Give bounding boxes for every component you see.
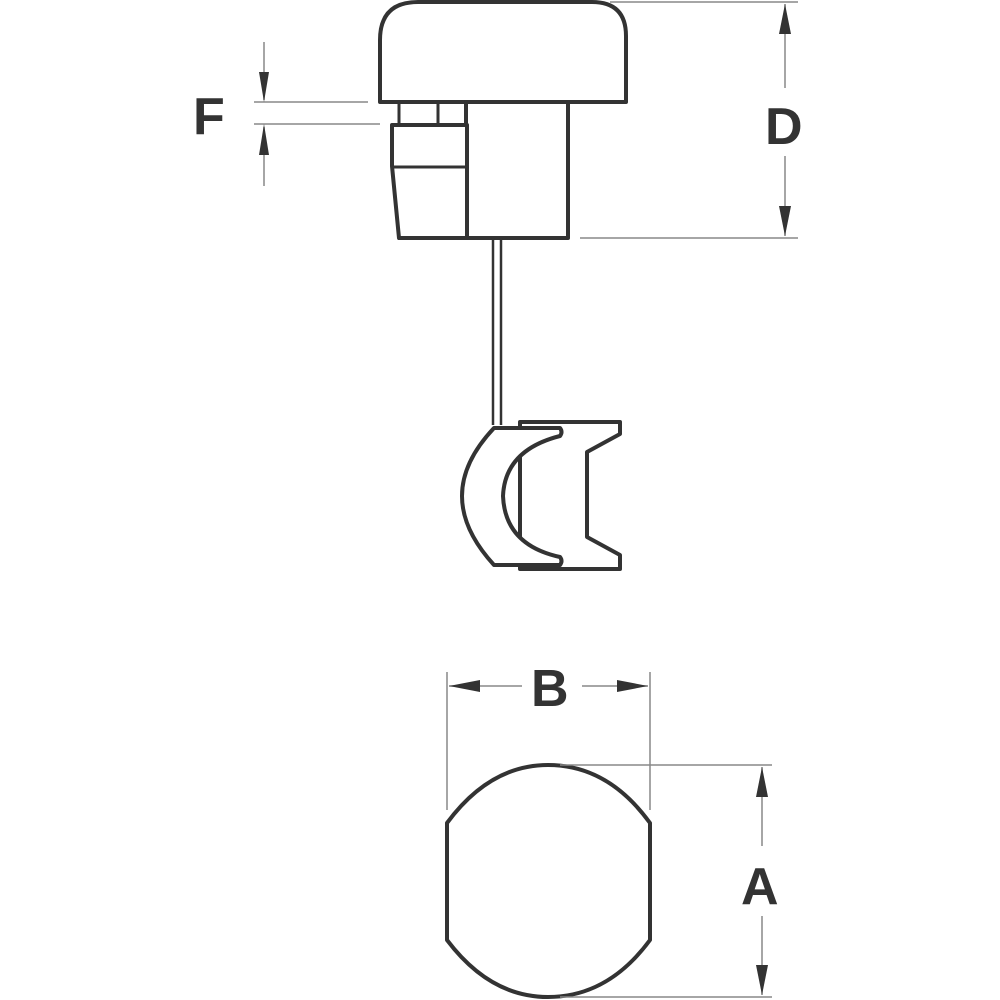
clip-back xyxy=(518,420,622,571)
plug-top-shape xyxy=(445,763,652,999)
clip-view xyxy=(460,420,622,571)
tab-stem xyxy=(397,104,440,125)
label-A: A xyxy=(741,858,779,916)
top-view xyxy=(445,763,652,999)
dimension-D: D xyxy=(580,1,803,239)
dimension-F: F xyxy=(193,42,380,186)
dimension-B: B xyxy=(446,660,651,810)
strap xyxy=(491,238,503,425)
label-F: F xyxy=(193,88,225,146)
dimension-A: A xyxy=(560,764,779,998)
tab-block xyxy=(390,123,469,240)
label-D: D xyxy=(765,98,803,156)
side-view xyxy=(378,0,628,425)
clip-front xyxy=(460,426,564,567)
label-B: B xyxy=(531,660,569,718)
cap-head xyxy=(378,0,628,104)
plug-body xyxy=(464,100,570,240)
